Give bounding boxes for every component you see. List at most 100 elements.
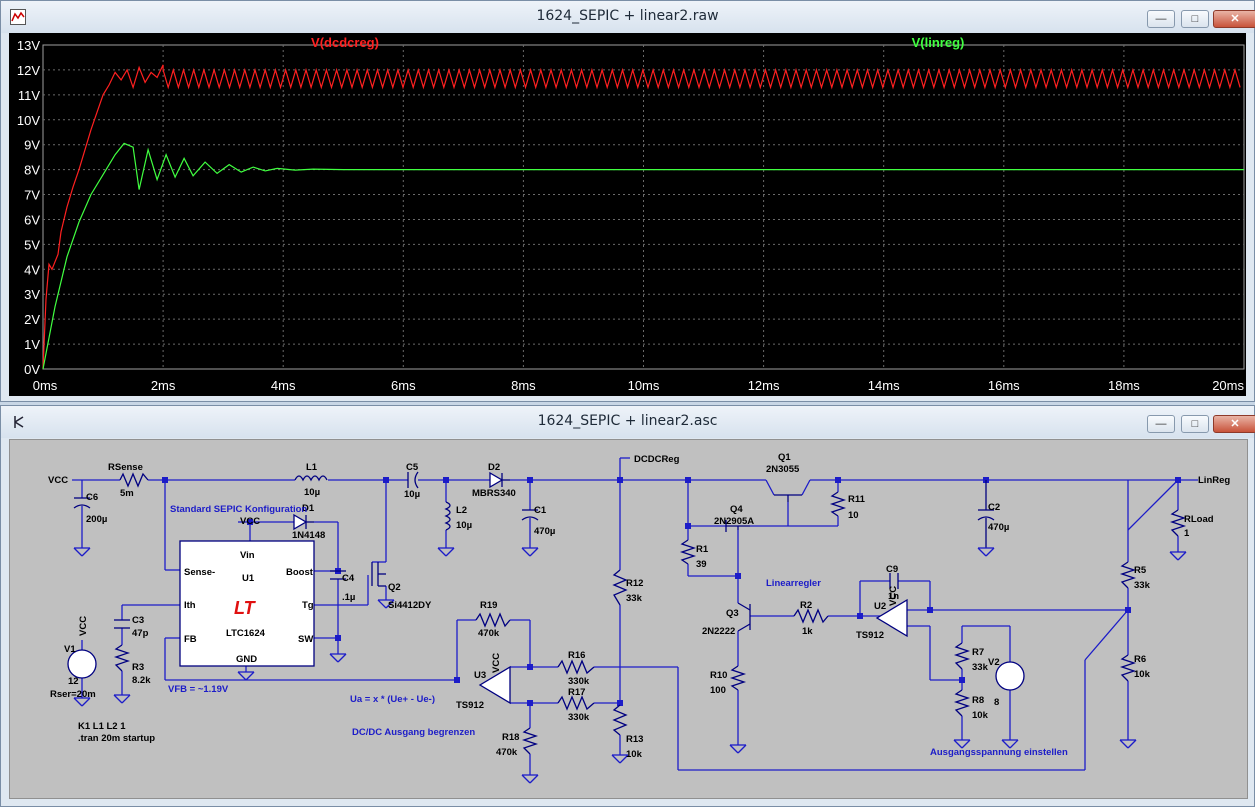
label-d2: D2 <box>488 462 500 473</box>
label-r11: R11 <box>848 494 866 505</box>
x-tick-label: 2ms <box>151 378 176 393</box>
label-u3-val: TS912 <box>456 700 484 711</box>
label-r12: R12 <box>626 578 643 589</box>
label-r16: R16 <box>568 650 585 661</box>
label-r17: R17 <box>568 687 585 698</box>
minimize-icon: — <box>1155 13 1167 25</box>
trace-label-linreg[interactable]: V(linreg) <box>912 35 965 50</box>
component-labels: VCC RSense 5m C6 200µ L1 10µ C5 10µ D2 M… <box>48 452 1230 760</box>
ic-pin-boost: Boost <box>286 567 314 578</box>
x-tick-label: 0ms <box>33 378 58 393</box>
label-r2: R2 <box>800 600 812 611</box>
label-q3: Q3 <box>726 608 739 619</box>
label-r6-val: 10k <box>1134 669 1151 680</box>
x-tick-label: 8ms <box>511 378 536 393</box>
y-tick-label: 9V <box>24 138 40 153</box>
maximize-button[interactable]: □ <box>1181 10 1209 28</box>
close-icon: ✕ <box>1230 418 1240 430</box>
label-c9: C9 <box>886 564 898 575</box>
label-q1: Q1 <box>778 452 791 463</box>
schematic-close-button[interactable]: ✕ <box>1213 415 1255 433</box>
label-d2-val: MBRS340 <box>472 488 516 499</box>
schematic-canvas[interactable]: LT VCC RSense 5m C6 200µ L1 10µ C5 <box>9 439 1248 799</box>
ic-ltc1624[interactable] <box>179 540 315 667</box>
label-q2-val: Si4412DY <box>388 600 432 611</box>
label-linreg: LinReg <box>1198 475 1230 486</box>
waveform-titlebar[interactable]: 1624_SEPIC + linear2.raw — □ ✕ <box>1 1 1255 33</box>
label-q4: Q4 <box>730 504 743 515</box>
x-tick-label: 4ms <box>271 378 296 393</box>
label-u2: U2 <box>874 601 886 612</box>
spice-directive-tran[interactable]: .tran 20m startup <box>78 733 155 744</box>
close-icon: ✕ <box>1230 13 1240 25</box>
label-r10-val: 100 <box>710 685 726 696</box>
schematic-maximize-button[interactable]: □ <box>1181 415 1209 433</box>
ic-label-u1: U1 <box>242 573 255 584</box>
label-r2-val: 1k <box>802 626 813 637</box>
label-c4: C4 <box>342 573 355 584</box>
comment-linearregler[interactable]: Linearregler <box>766 578 821 589</box>
label-c4-val: .1µ <box>342 592 355 603</box>
minimize-button[interactable]: — <box>1147 10 1175 28</box>
label-dcdcreg: DCDCReg <box>634 454 680 465</box>
maximize-icon: □ <box>1191 13 1199 25</box>
label-r19-val: 470k <box>478 628 500 639</box>
waveform-app-icon <box>10 9 26 25</box>
label-q3-val: 2N2222 <box>702 626 735 637</box>
trace-dcdcreg[interactable] <box>42 64 1241 370</box>
y-tick-label: 13V <box>17 38 40 53</box>
label-c1-val: 470µ <box>534 526 555 537</box>
comment-ausgang[interactable]: Ausgangsspannung einstellen <box>930 747 1068 758</box>
label-r8-val: 10k <box>972 710 989 721</box>
label-v2: V2 <box>988 657 1000 668</box>
comment-sepic[interactable]: Standard SEPIC Konfiguration <box>170 504 307 515</box>
minimize-icon: — <box>1155 418 1167 430</box>
ic-pin-sw: SW <box>298 634 313 645</box>
trace-label-dcdcreg[interactable]: V(dcdcreg) <box>311 35 379 50</box>
ic-pin-tg: Tg <box>302 600 314 611</box>
x-tick-label: 14ms <box>868 378 900 393</box>
label-c5-val: 10µ <box>404 489 420 500</box>
label-r17-val: 330k <box>568 712 590 723</box>
schematic-minimize-button[interactable]: — <box>1147 415 1175 433</box>
label-u2-val: TS912 <box>856 630 884 641</box>
close-button[interactable]: ✕ <box>1213 10 1255 28</box>
comment-vfb[interactable]: VFB = ~1.19V <box>168 684 229 695</box>
schematic-window: 1624_SEPIC + linear2.asc — □ ✕ <box>0 405 1255 807</box>
label-vcc-u3: VCC <box>491 653 502 673</box>
rotated-vcc-labels: VCC VCC VCC <box>78 586 899 673</box>
label-vcc-d1: VCC <box>240 516 260 527</box>
x-tick-label: 18ms <box>1108 378 1140 393</box>
label-v2-val: 8 <box>994 697 999 708</box>
trace-linreg[interactable] <box>42 142 1244 370</box>
chart-grid <box>42 44 1245 370</box>
schematic-comments: Standard SEPIC Konfiguration Linearregle… <box>168 504 1068 758</box>
schematic-titlebar[interactable]: 1624_SEPIC + linear2.asc — □ ✕ <box>1 406 1255 438</box>
y-tick-label: 6V <box>24 212 40 227</box>
components <box>67 471 1187 755</box>
schematic-window-title: 1624_SEPIC + linear2.asc <box>537 413 718 429</box>
label-c6: C6 <box>86 492 98 503</box>
label-vcc-v1: VCC <box>78 616 89 636</box>
label-r1: R1 <box>696 544 709 555</box>
label-d1: D1 <box>302 503 315 514</box>
label-v1-val: 12 <box>68 676 79 687</box>
ic-pin-gnd: GND <box>236 654 257 665</box>
y-tick-label: 10V <box>17 113 40 128</box>
ic-name: LTC1624 <box>226 628 266 639</box>
spice-directive-k[interactable]: K1 L1 L2 1 <box>78 721 126 732</box>
label-c1: C1 <box>534 505 547 516</box>
comment-ua[interactable]: Ua = x * (Ue+ - Ue-) <box>350 694 435 705</box>
label-r6: R6 <box>1134 654 1146 665</box>
label-r18-val: 470k <box>496 747 518 758</box>
schematic-drawing[interactable]: LT VCC RSense 5m C6 200µ L1 10µ C5 <box>10 440 1247 798</box>
y-tick-label: 7V <box>24 188 40 203</box>
label-l1: L1 <box>306 462 318 473</box>
comment-dcdc[interactable]: DC/DC Ausgang begrenzen <box>352 727 475 738</box>
maximize-icon: □ <box>1191 418 1199 430</box>
label-r13: R13 <box>626 734 643 745</box>
